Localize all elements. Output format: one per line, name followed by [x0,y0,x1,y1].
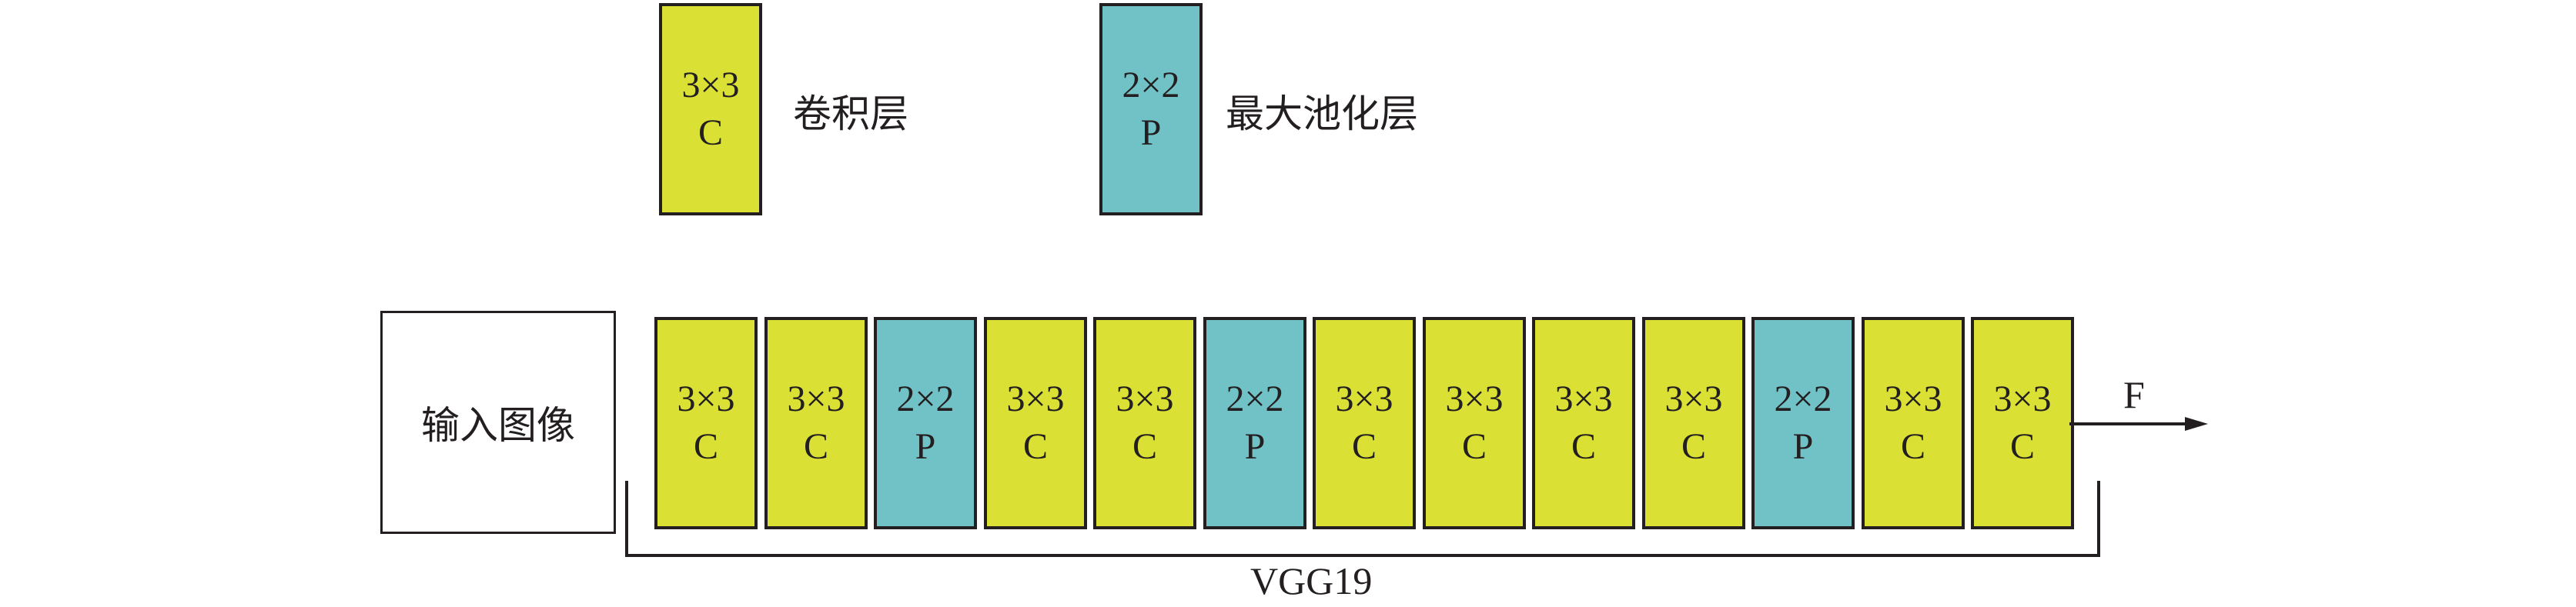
layer-type-letter: P [1792,426,1814,467]
legend-conv-label: 卷积层 [793,92,908,136]
input-image-box: 输入图像 [380,311,616,534]
legend-conv-kernel: 3×3 [681,65,740,105]
layer-kernel-size: 2×2 [1226,379,1284,419]
legend-pool-kernel: 2×2 [1122,65,1180,105]
layer-type-letter: C [2009,426,2035,467]
layer-kernel-size: 3×3 [1993,379,2052,419]
output-label: F [2123,373,2145,416]
layer-kernel-size: 3×3 [1335,379,1393,419]
layer-type-letter: C [1461,426,1487,467]
layer-kernel-size: 3×3 [1006,379,1065,419]
layer-kernel-size: 3×3 [1664,379,1723,419]
layer-type-letter: C [1571,426,1596,467]
input-image-label: 输入图像 [421,403,575,448]
layer-kernel-size: 3×3 [1445,379,1504,419]
layer-kernel-size: 3×3 [677,379,735,419]
layer-kernel-size: 2×2 [896,379,955,419]
layer-type-letter: C [1900,426,1925,467]
legend-conv-block: 3×3 C [659,3,762,215]
layer-kernel-size: 3×3 [1116,379,1174,419]
layer-type-letter: C [803,426,828,467]
layer-type-letter: C [1681,426,1706,467]
layer-type-letter: P [915,426,936,467]
vgg19-bracket [625,481,2100,557]
layer-type-letter: C [1351,426,1377,467]
legend-pool-block: 2×2 P [1099,3,1203,215]
output-arrow-head [2185,417,2208,431]
legend-conv-type: C [698,112,723,153]
layer-kernel-size: 2×2 [1774,379,1832,419]
layer-kernel-size: 3×3 [1554,379,1613,419]
layer-type-letter: P [1244,426,1266,467]
vgg19-label: VGG19 [1250,559,1373,602]
legend-pool-type: P [1140,112,1162,153]
layer-kernel-size: 3×3 [1884,379,1942,419]
layer-type-letter: C [1132,426,1157,467]
layer-type-letter: C [693,426,718,467]
legend-pool-label: 最大池化层 [1226,92,1418,136]
layer-kernel-size: 3×3 [787,379,845,419]
layer-type-letter: C [1022,426,1048,467]
